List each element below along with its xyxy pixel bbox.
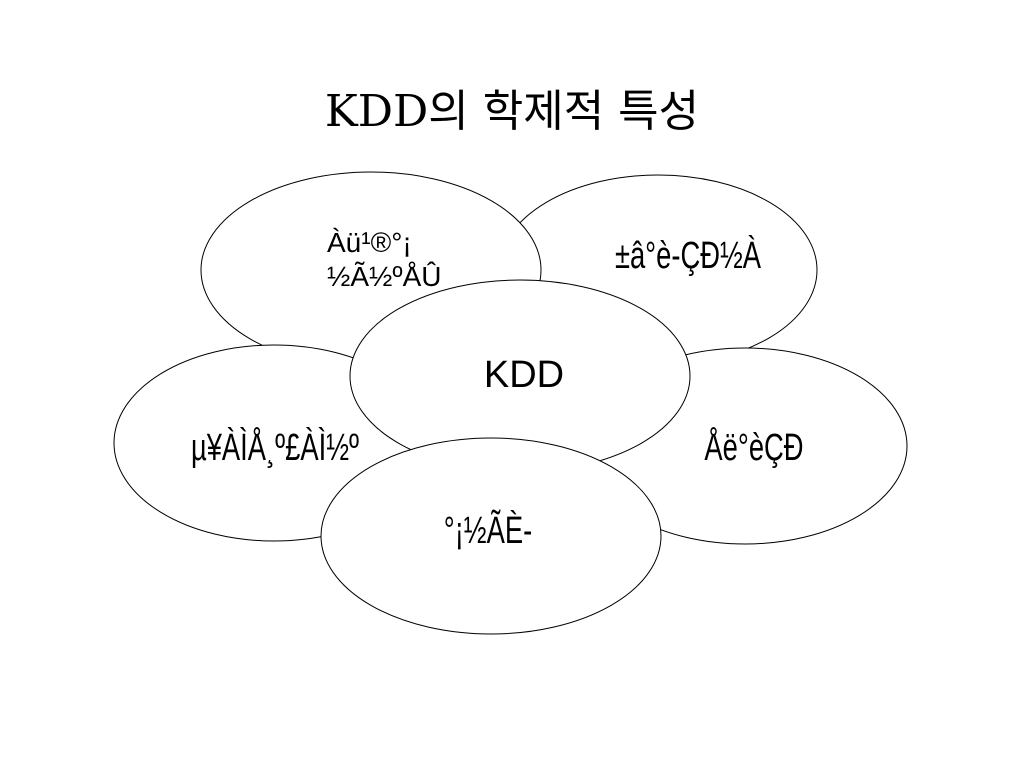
slide-title: KDD의 학제적 특성 — [324, 86, 700, 137]
label-top-right: ±â°è-ÇÐ½À — [615, 235, 762, 277]
ellipse-bottom — [320, 437, 662, 635]
label-center: KDD — [484, 354, 564, 396]
label-right: Åë°èÇÐ — [704, 427, 803, 469]
label-top-left-line2: ½Ã½ºÅÛ — [327, 261, 442, 292]
label-bottom: °¡½ÃÈ- — [444, 509, 532, 553]
label-top-left-line1: Àü¹®°¡ — [327, 227, 412, 258]
label-left: µ¥ÀÌÅ¸º£ÀÌ½º — [191, 427, 359, 469]
